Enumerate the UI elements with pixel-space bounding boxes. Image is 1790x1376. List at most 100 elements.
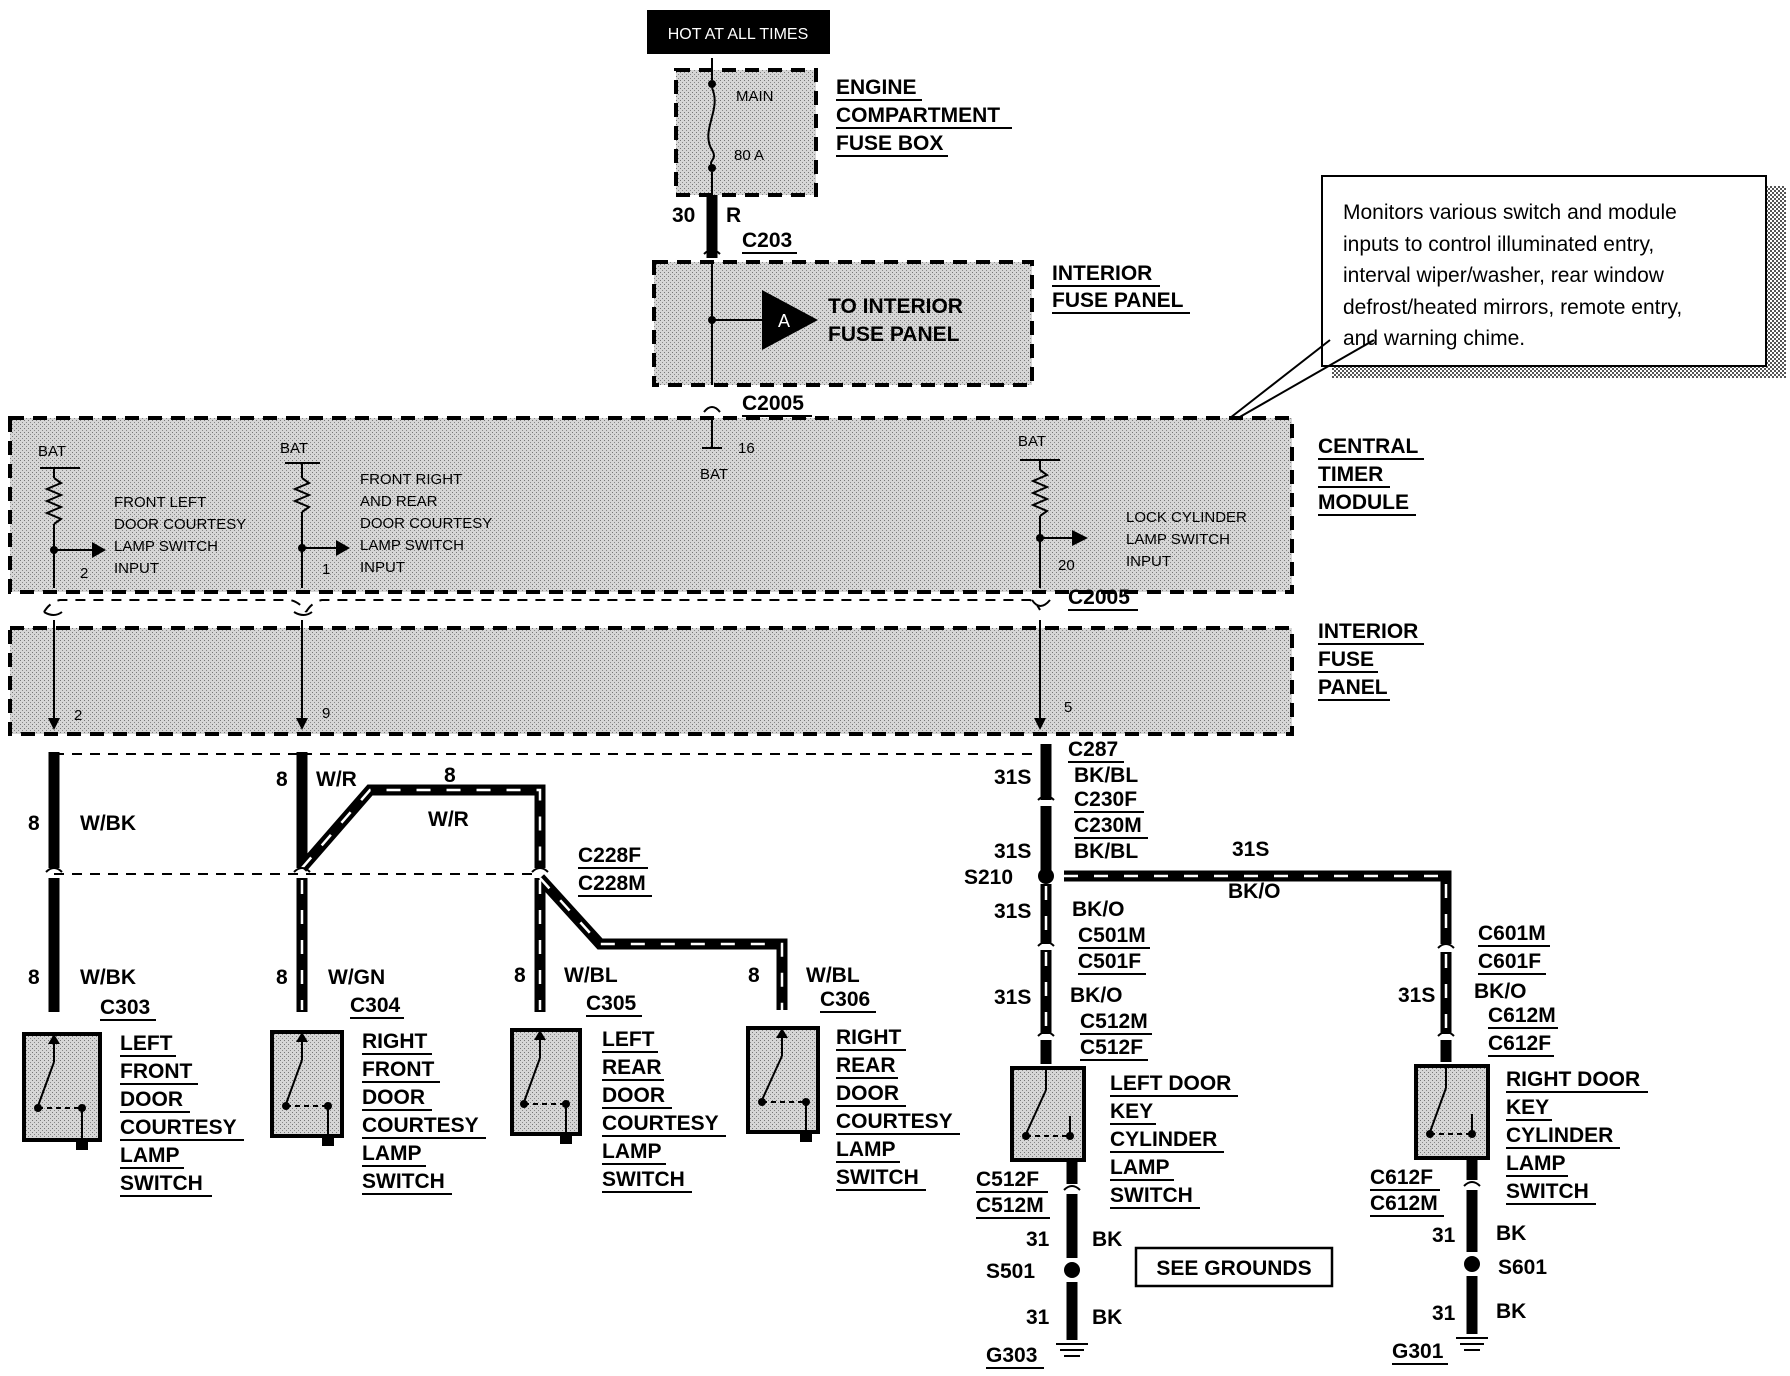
svg-text:INPUT: INPUT [114, 560, 159, 577]
svg-text:CENTRAL: CENTRAL [1318, 435, 1418, 458]
svg-text:C230M: C230M [1074, 814, 1142, 837]
svg-text:C512M: C512M [1080, 1010, 1148, 1033]
svg-text:W/BK: W/BK [80, 966, 136, 989]
engine-fuse-box-label: ENGINE COMPARTMENT FUSE BOX [836, 76, 1012, 157]
svg-text:inputs to control illuminated: inputs to control illuminated entry, [1343, 233, 1654, 256]
splice-s210 [1038, 868, 1054, 884]
svg-text:BAT: BAT [700, 466, 728, 483]
svg-text:LAMP: LAMP [602, 1140, 662, 1163]
svg-text:5: 5 [1064, 699, 1072, 716]
svg-text:C501F: C501F [1078, 950, 1141, 973]
svg-text:FRONT: FRONT [120, 1060, 192, 1083]
wire-bk-o-right: C601M C601F 31S BK/O C612M C612F [1398, 922, 1558, 1062]
fuse-main: MAIN [736, 88, 774, 105]
svg-text:RIGHT DOOR: RIGHT DOOR [1506, 1068, 1640, 1091]
wire-w-gn: 8 W/GN C304 [276, 878, 404, 1019]
svg-text:KEY: KEY [1506, 1096, 1549, 1119]
svg-text:G303: G303 [986, 1344, 1037, 1367]
svg-text:16: 16 [738, 440, 755, 457]
svg-text:9: 9 [322, 705, 330, 722]
svg-text:31S: 31S [994, 766, 1031, 789]
switch-left-rear-door [510, 1028, 582, 1144]
switch-right-rear-door [746, 1026, 820, 1142]
svg-text:LAMP: LAMP [362, 1142, 422, 1165]
svg-text:INPUT: INPUT [1126, 553, 1171, 570]
svg-text:W/R: W/R [428, 808, 469, 831]
svg-text:LAMP SWITCH: LAMP SWITCH [114, 538, 218, 555]
connector-c2005-top: C2005 [742, 392, 804, 415]
svg-text:C612F: C612F [1488, 1032, 1551, 1055]
svg-text:INPUT: INPUT [360, 559, 405, 576]
see-grounds-box: SEE GROUNDS [1134, 1246, 1334, 1288]
connector-c228m: C228M [578, 872, 646, 895]
interior-fuse-panel-lower: 2 9 5 [8, 620, 1294, 736]
marker-a-triangle [762, 290, 818, 350]
wire-bk-bl: C287 31S BK/BL C230F C230M 31S BK/BL [994, 738, 1148, 872]
switch-right-door-key-cylinder-label: RIGHT DOOR KEY CYLINDER LAMP SWITCH [1506, 1068, 1648, 1205]
svg-text:31S: 31S [994, 900, 1031, 923]
wire-w-r: 8 W/R 8 W/R [276, 752, 546, 872]
wire-w-bk-lower: 8 W/BK C303 [28, 878, 156, 1021]
svg-text:SEE GROUNDS: SEE GROUNDS [1156, 1257, 1311, 1280]
svg-text:COURTESY: COURTESY [362, 1114, 479, 1137]
svg-text:C305: C305 [586, 992, 637, 1015]
svg-text:31: 31 [1026, 1228, 1050, 1251]
svg-text:BK/O: BK/O [1072, 898, 1125, 921]
svg-text:C512F: C512F [976, 1168, 1039, 1191]
svg-text:KEY: KEY [1110, 1100, 1153, 1123]
svg-text:INTERIOR: INTERIOR [1052, 262, 1152, 285]
svg-text:BK: BK [1092, 1228, 1122, 1251]
switch-left-front-door [22, 1032, 102, 1150]
svg-text:31S: 31S [1398, 984, 1435, 1007]
svg-text:C512M: C512M [976, 1194, 1044, 1217]
svg-text:A: A [778, 311, 790, 331]
svg-text:LAMP: LAMP [836, 1138, 896, 1161]
svg-text:C512F: C512F [1080, 1036, 1143, 1059]
svg-text:FUSE PANEL: FUSE PANEL [1052, 289, 1184, 312]
svg-text:C287: C287 [1068, 738, 1118, 761]
wire-w-bk-upper: 8 W/BK [28, 752, 136, 868]
svg-text:CYLINDER: CYLINDER [1110, 1128, 1217, 1151]
svg-text:defrost/heated mirrors, remote: defrost/heated mirrors, remote entry, [1343, 296, 1682, 319]
fuse-icon [707, 87, 716, 167]
svg-text:FRONT LEFT: FRONT LEFT [114, 494, 206, 511]
svg-text:DOOR: DOOR [836, 1082, 899, 1105]
svg-text:W/GN: W/GN [328, 966, 385, 989]
svg-text:FRONT: FRONT [362, 1058, 434, 1081]
ctm-callout: Monitors various switch and module input… [1229, 175, 1786, 419]
interior-fuse-panel-lower-label: INTERIOR FUSE PANEL [1318, 620, 1424, 701]
svg-text:SWITCH: SWITCH [836, 1166, 919, 1189]
switch-right-rear-door-label: RIGHT REAR DOOR COURTESY LAMP SWITCH [836, 1026, 960, 1191]
svg-text:C303: C303 [100, 996, 150, 1019]
svg-text:C2005: C2005 [1068, 586, 1130, 609]
svg-text:LAMP SWITCH: LAMP SWITCH [360, 537, 464, 554]
svg-text:DOOR: DOOR [362, 1086, 425, 1109]
wire-gauge-30: 30 [672, 204, 695, 227]
svg-text:C612M: C612M [1370, 1192, 1438, 1215]
svg-text:S501: S501 [986, 1260, 1035, 1283]
central-timer-module: BAT 16 BAT 2 FRONT LEFT DOOR COURTESY LA… [8, 416, 1294, 594]
svg-text:G301: G301 [1392, 1340, 1444, 1363]
svg-text:Monitors various switch and mo: Monitors various switch and module [1343, 201, 1677, 224]
svg-text:C612F: C612F [1370, 1166, 1433, 1189]
svg-text:SWITCH: SWITCH [1506, 1180, 1589, 1203]
svg-text:20: 20 [1058, 557, 1075, 574]
svg-text:LEFT: LEFT [602, 1028, 655, 1051]
svg-text:31S: 31S [994, 986, 1031, 1009]
svg-text:C230F: C230F [1074, 788, 1137, 811]
svg-text:31: 31 [1432, 1224, 1456, 1247]
svg-text:LAMP SWITCH: LAMP SWITCH [1126, 531, 1230, 548]
connector-c228f: C228F [578, 844, 641, 867]
svg-text:BAT: BAT [38, 443, 66, 460]
svg-text:FRONT RIGHT: FRONT RIGHT [360, 471, 462, 488]
svg-text:BK/O: BK/O [1228, 880, 1281, 903]
svg-text:S601: S601 [1498, 1256, 1547, 1279]
svg-text:DOOR COURTESY: DOOR COURTESY [114, 516, 246, 533]
svg-text:FUSE BOX: FUSE BOX [836, 132, 943, 155]
svg-text:LAMP: LAMP [120, 1144, 180, 1167]
svg-text:and warning chime.: and warning chime. [1343, 327, 1525, 350]
svg-text:W/BL: W/BL [564, 964, 618, 987]
svg-text:31S: 31S [994, 840, 1031, 863]
engine-fuse-box: MAIN 80 A [674, 58, 818, 197]
